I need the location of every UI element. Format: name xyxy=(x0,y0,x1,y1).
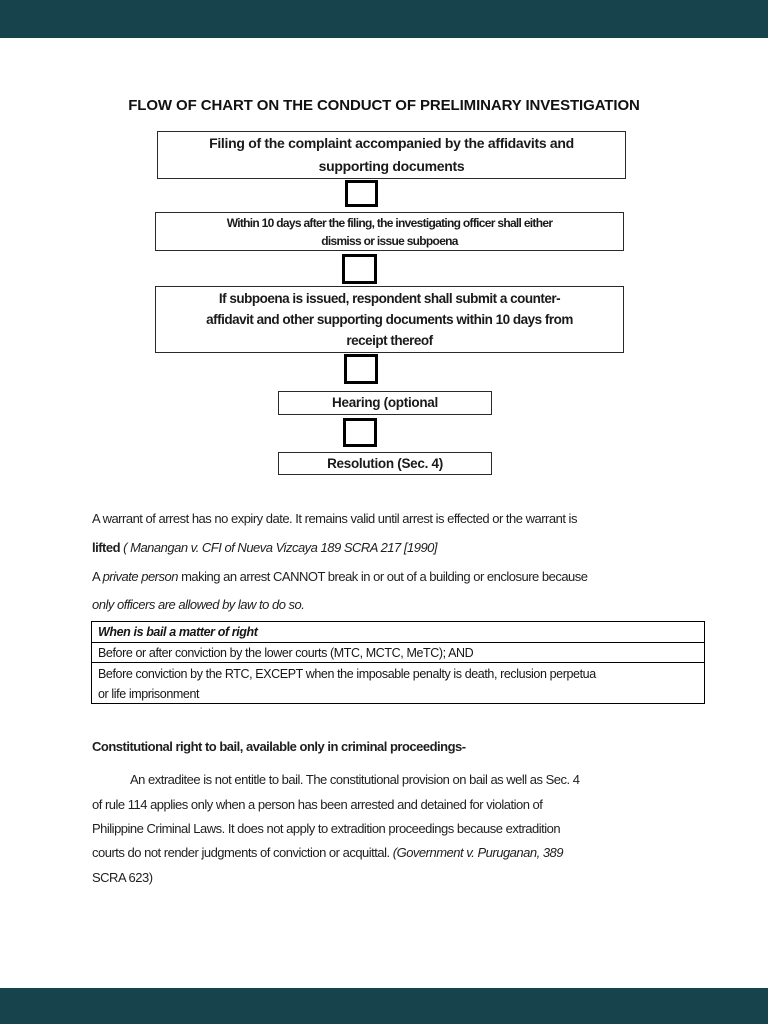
paragraph-text: Philippine Criminal Laws. It does not ap… xyxy=(92,821,561,836)
paragraph-extradition-line4: courts do not render judgments of convic… xyxy=(92,844,564,862)
table-row: Before or after conviction by the lower … xyxy=(92,642,704,662)
heading-text: Constitutional right to bail, available … xyxy=(92,739,466,754)
flowchart-connector-icon xyxy=(345,180,378,207)
flowchart-box-line: supporting documents xyxy=(318,158,465,174)
flowchart-box-line: receipt thereof xyxy=(346,333,433,348)
section-heading-constitutional-right: Constitutional right to bail, available … xyxy=(92,738,466,756)
table-cell-text: Before or after conviction by the lower … xyxy=(98,646,474,660)
flowchart-box-line: affidavit and other supporting documents… xyxy=(206,312,573,327)
paragraph-text: making an arrest CANNOT break in or out … xyxy=(177,569,588,584)
paragraph-warrant-line2: lifted ( Manangan v. CFI of Nueva Vizcay… xyxy=(92,539,438,557)
paragraph-extradition-line2: of rule 114 applies only when a person h… xyxy=(92,796,543,814)
flowchart-box-within-10-days: Within 10 days after the filing, the inv… xyxy=(155,212,624,251)
paragraph-text: A xyxy=(92,569,103,584)
paragraph-text-bold: lifted xyxy=(92,540,124,555)
viewer-bottom-bar xyxy=(0,988,768,1024)
paragraph-text: SCRA 623) xyxy=(92,870,153,885)
flowchart-box-line: If subpoena is issued, respondent shall … xyxy=(218,291,561,306)
flowchart-connector-icon xyxy=(343,418,377,447)
bail-table: When is bail a matter of right Before or… xyxy=(91,621,705,704)
paragraph-text: of rule 114 applies only when a person h… xyxy=(92,797,543,812)
table-cell-text: Before conviction by the RTC, EXCEPT whe… xyxy=(98,667,596,681)
table-cell-text: When is bail a matter of right xyxy=(98,625,258,639)
flowchart-connector-icon xyxy=(344,354,378,384)
paragraph-warrant-line1: A warrant of arrest has no expiry date. … xyxy=(92,510,577,528)
paragraph-extradition-line1: An extraditee is not entitle to bail. Th… xyxy=(130,771,580,789)
flowchart-connector-icon xyxy=(342,254,377,284)
paragraph-text-italic: private person xyxy=(102,569,179,584)
paragraph-text: courts do not render judgments of convic… xyxy=(92,845,393,860)
flowchart-box-line: Filing of the complaint accompanied by t… xyxy=(209,135,574,151)
flowchart-box-line: Resolution (Sec. 4) xyxy=(327,456,443,471)
bail-table-header-row: When is bail a matter of right xyxy=(92,622,704,642)
flowchart-box-filing: Filing of the complaint accompanied by t… xyxy=(157,131,626,179)
flowchart-box-hearing: Hearing (optional xyxy=(278,391,492,415)
flowchart-box-counter-affidavit: If subpoena is issued, respondent shall … xyxy=(155,286,624,353)
paragraph-text: An extraditee is not entitle to bail. Th… xyxy=(130,772,580,787)
flowchart-box-line: dismiss or issue subpoena xyxy=(321,233,458,248)
paragraph-extradition-line5: SCRA 623) xyxy=(92,869,153,887)
case-citation: ( Manangan v. CFI of Nueva Vizcaya 189 S… xyxy=(123,540,438,555)
table-row: Before conviction by the RTC, EXCEPT whe… xyxy=(92,662,704,703)
document-page[interactable]: FLOW OF CHART ON THE CONDUCT OF PRELIMIN… xyxy=(0,38,768,988)
flowchart-box-resolution: Resolution (Sec. 4) xyxy=(278,452,492,475)
paragraph-text-italic: only officers are allowed by law to do s… xyxy=(92,597,305,612)
flowchart-box-line: Within 10 days after the filing, the inv… xyxy=(226,215,553,230)
flowchart-box-line: Hearing (optional xyxy=(332,395,438,410)
table-cell-text: or life imprisonment xyxy=(98,687,200,701)
paragraph-private-person-line2: only officers are allowed by law to do s… xyxy=(92,596,305,614)
case-citation: (Government v. Puruganan, 389 xyxy=(392,845,564,860)
paragraph-text: A warrant of arrest has no expiry date. … xyxy=(92,511,577,526)
document-title: FLOW OF CHART ON THE CONDUCT OF PRELIMIN… xyxy=(128,97,640,114)
viewer-top-bar xyxy=(0,0,768,38)
paragraph-extradition-line3: Philippine Criminal Laws. It does not ap… xyxy=(92,820,561,838)
paragraph-private-person-line1: A private person making an arrest CANNOT… xyxy=(92,568,588,586)
